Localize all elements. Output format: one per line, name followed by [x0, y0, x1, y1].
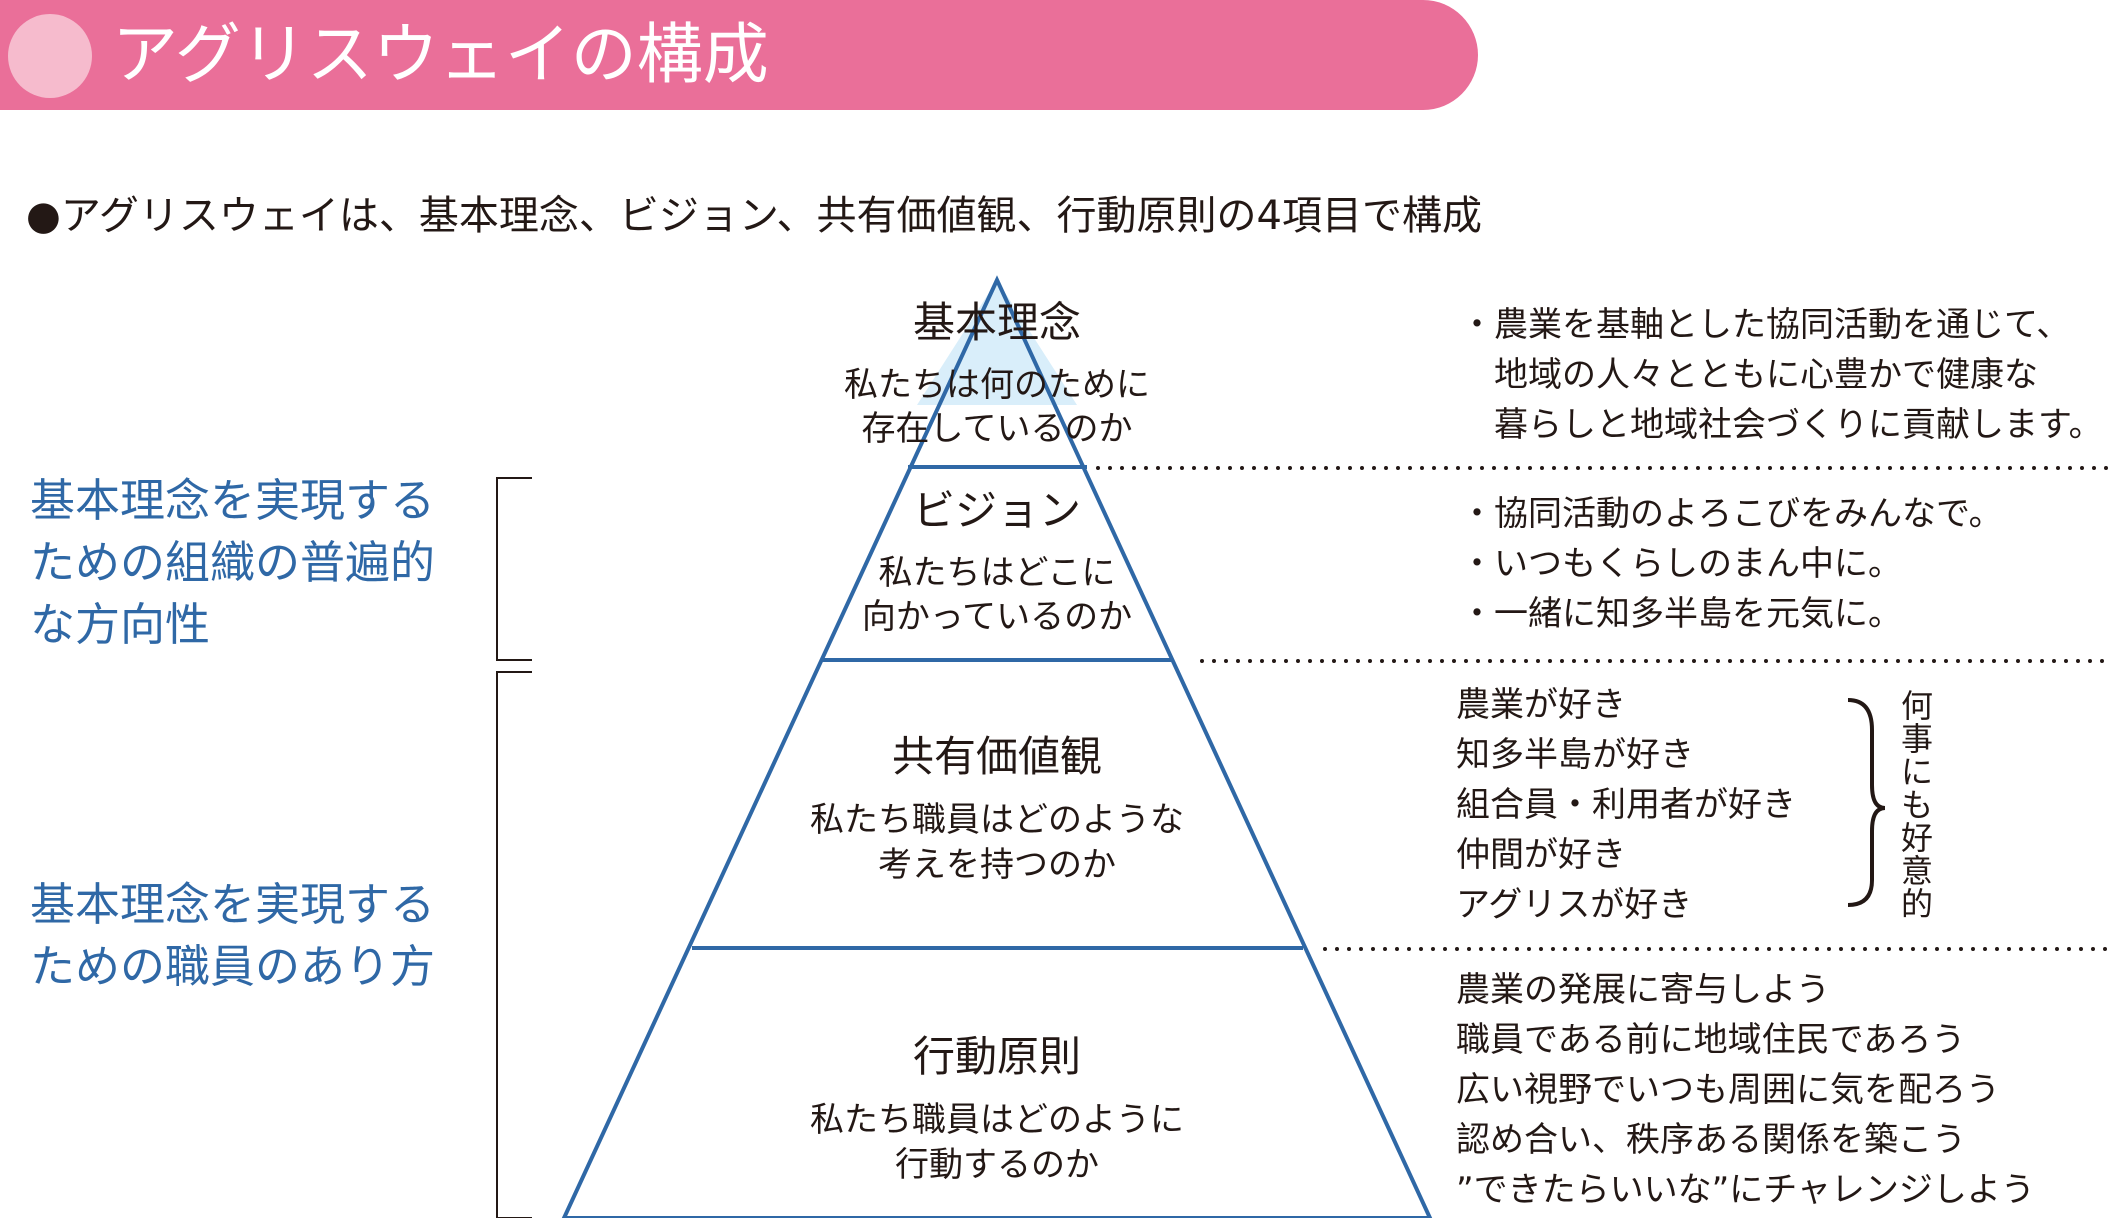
philosophy-line-2: 地域の人々とともに心豊かで健康な — [1460, 355, 2038, 395]
tier-desc-philosophy-1: 私たちは何のために — [844, 365, 1150, 405]
vision-line-2: ・いつもくらしのまん中に。 — [1460, 544, 1902, 584]
lower-bracket — [496, 671, 532, 1218]
side-label-lower-2: ための職員のあり方 — [30, 940, 436, 993]
principles-line-5: ”できたらいいな”にチャレンジしよう — [1456, 1170, 2035, 1210]
values-note-char: に — [1900, 753, 1933, 791]
vision-line-1: ・協同活動のよろこびをみんなで。 — [1460, 494, 2003, 534]
philosophy-line-3: 暮らしと地域社会づくりに貢献します。 — [1460, 405, 2103, 445]
principles-line-2: 職員である前に地域住民であろう — [1456, 1020, 1966, 1060]
side-label-upper-1: 基本理念を実現する — [30, 474, 436, 527]
tier-title-principles: 行動原則 — [912, 1032, 1082, 1081]
principles-line-4: 認め合い、秩序ある関係を築こう — [1456, 1120, 1966, 1160]
values-brace — [1847, 698, 1886, 907]
vision-line-3: ・一緒に知多半島を元気に。 — [1460, 594, 1902, 634]
values-line-1: 農業が好き — [1456, 685, 1626, 725]
side-label-lower-1: 基本理念を実現する — [30, 878, 436, 931]
tier-desc-vision-2: 向かっているのか — [861, 597, 1133, 637]
values-note-vertical: 何事にも好意的 — [1900, 690, 1934, 921]
principles-line-3: 広い視野でいつも周囲に気を配ろう — [1456, 1070, 2000, 1110]
values-note-char: 事 — [1900, 720, 1933, 758]
pyramid-outline — [561, 275, 1433, 1218]
page-title: アグリスウェイの構成 — [112, 16, 769, 93]
values-note-char: も — [1900, 786, 1933, 824]
side-label-upper-3: な方向性 — [30, 598, 211, 651]
tier-desc-values-1: 私たち職員はどのような — [810, 800, 1184, 840]
intro-text: ●アグリスウェイは、基本理念、ビジョン、共有価値観、行動原則の4項目で構成 — [26, 193, 1482, 239]
values-note-char: 好 — [1900, 819, 1933, 857]
tier-desc-values-2: 考えを持つのか — [878, 845, 1116, 885]
principles-line-1: 農業の発展に寄与しよう — [1456, 970, 1830, 1010]
apex-fill — [917, 280, 1077, 405]
values-line-4: 仲間が好き — [1456, 835, 1626, 875]
values-note-char: 意 — [1900, 852, 1933, 890]
tier-title-values: 共有価値観 — [891, 732, 1103, 781]
tier-desc-principles-2: 行動するのか — [895, 1145, 1099, 1185]
header-banner: アグリスウェイの構成 — [0, 0, 1478, 110]
tier-desc-philosophy-2: 存在しているのか — [861, 409, 1133, 449]
circle-icon — [8, 14, 92, 98]
values-line-5: アグリスが好き — [1456, 885, 1693, 925]
values-note-char: 的 — [1900, 885, 1933, 923]
side-label-upper-2: ための組織の普遍的 — [30, 536, 436, 589]
values-line-2: 知多半島が好き — [1456, 735, 1694, 775]
tier-desc-vision-1: 私たちはどこに — [878, 553, 1116, 593]
tier-desc-principles-1: 私たち職員はどのように — [810, 1100, 1184, 1140]
philosophy-line-1: ・農業を基軸とした協同活動を通じて、 — [1460, 305, 2071, 345]
tier-title-philosophy: 基本理念 — [912, 298, 1082, 347]
values-note-char: 何 — [1900, 687, 1933, 725]
tier-title-vision: ビジョン — [912, 486, 1082, 535]
upper-bracket — [496, 477, 532, 661]
values-line-3: 組合員・利用者が好き — [1456, 785, 1796, 825]
